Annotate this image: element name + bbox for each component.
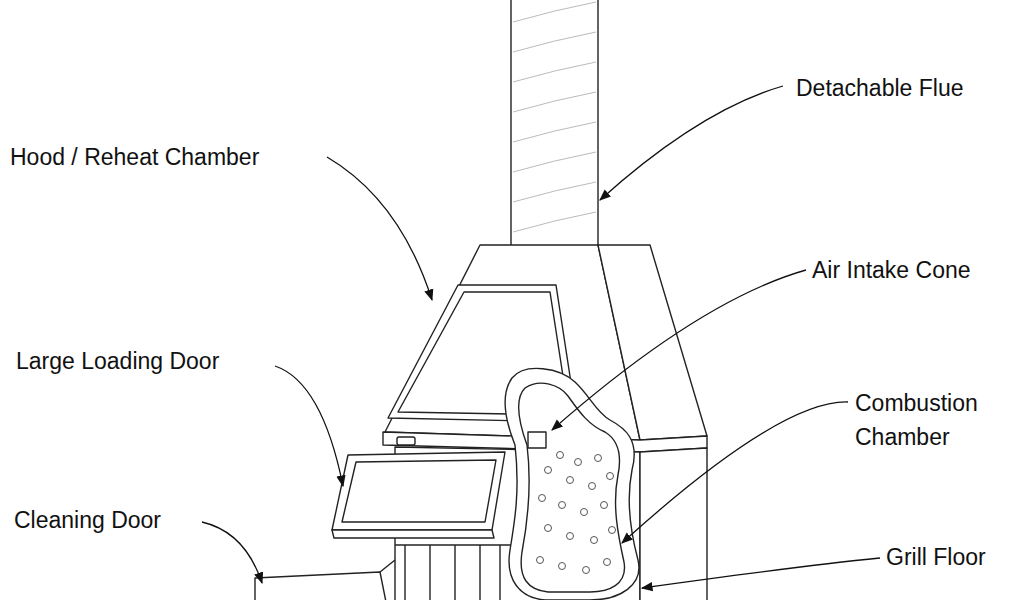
combustion-chamber-inner bbox=[519, 383, 625, 592]
part-label: Combustion Chamber bbox=[855, 386, 1015, 454]
leader-line bbox=[622, 402, 848, 543]
leader-line bbox=[642, 558, 880, 588]
air-holes bbox=[537, 452, 616, 574]
leader-lines bbox=[202, 86, 880, 588]
air-intake-cone bbox=[528, 432, 546, 448]
grill-posts bbox=[395, 545, 515, 600]
loading-door-edge bbox=[332, 530, 494, 538]
leader-line bbox=[275, 366, 343, 486]
part-label: Grill Floor bbox=[886, 543, 986, 571]
loading-door bbox=[332, 452, 505, 530]
cleaning-door bbox=[255, 572, 386, 600]
hood-side bbox=[598, 245, 707, 440]
door-latch bbox=[397, 437, 415, 445]
leader-line bbox=[202, 522, 262, 583]
part-label: Cleaning Door bbox=[14, 506, 161, 534]
body-side bbox=[640, 448, 707, 600]
leader-line bbox=[327, 157, 432, 300]
flue-pipe bbox=[511, 0, 598, 247]
leader-line bbox=[600, 86, 783, 200]
cleaning-door-hinge bbox=[380, 560, 395, 572]
combustion-chamber bbox=[505, 368, 639, 600]
leader-line bbox=[552, 270, 806, 430]
flue-hatching bbox=[513, 2, 596, 232]
loading-door-panel bbox=[342, 460, 496, 522]
part-label: Hood / Reheat Chamber bbox=[10, 143, 259, 171]
part-label: Air Intake Cone bbox=[812, 256, 971, 284]
part-label: Large Loading Door bbox=[16, 347, 219, 375]
part-label: Detachable Flue bbox=[796, 74, 964, 102]
